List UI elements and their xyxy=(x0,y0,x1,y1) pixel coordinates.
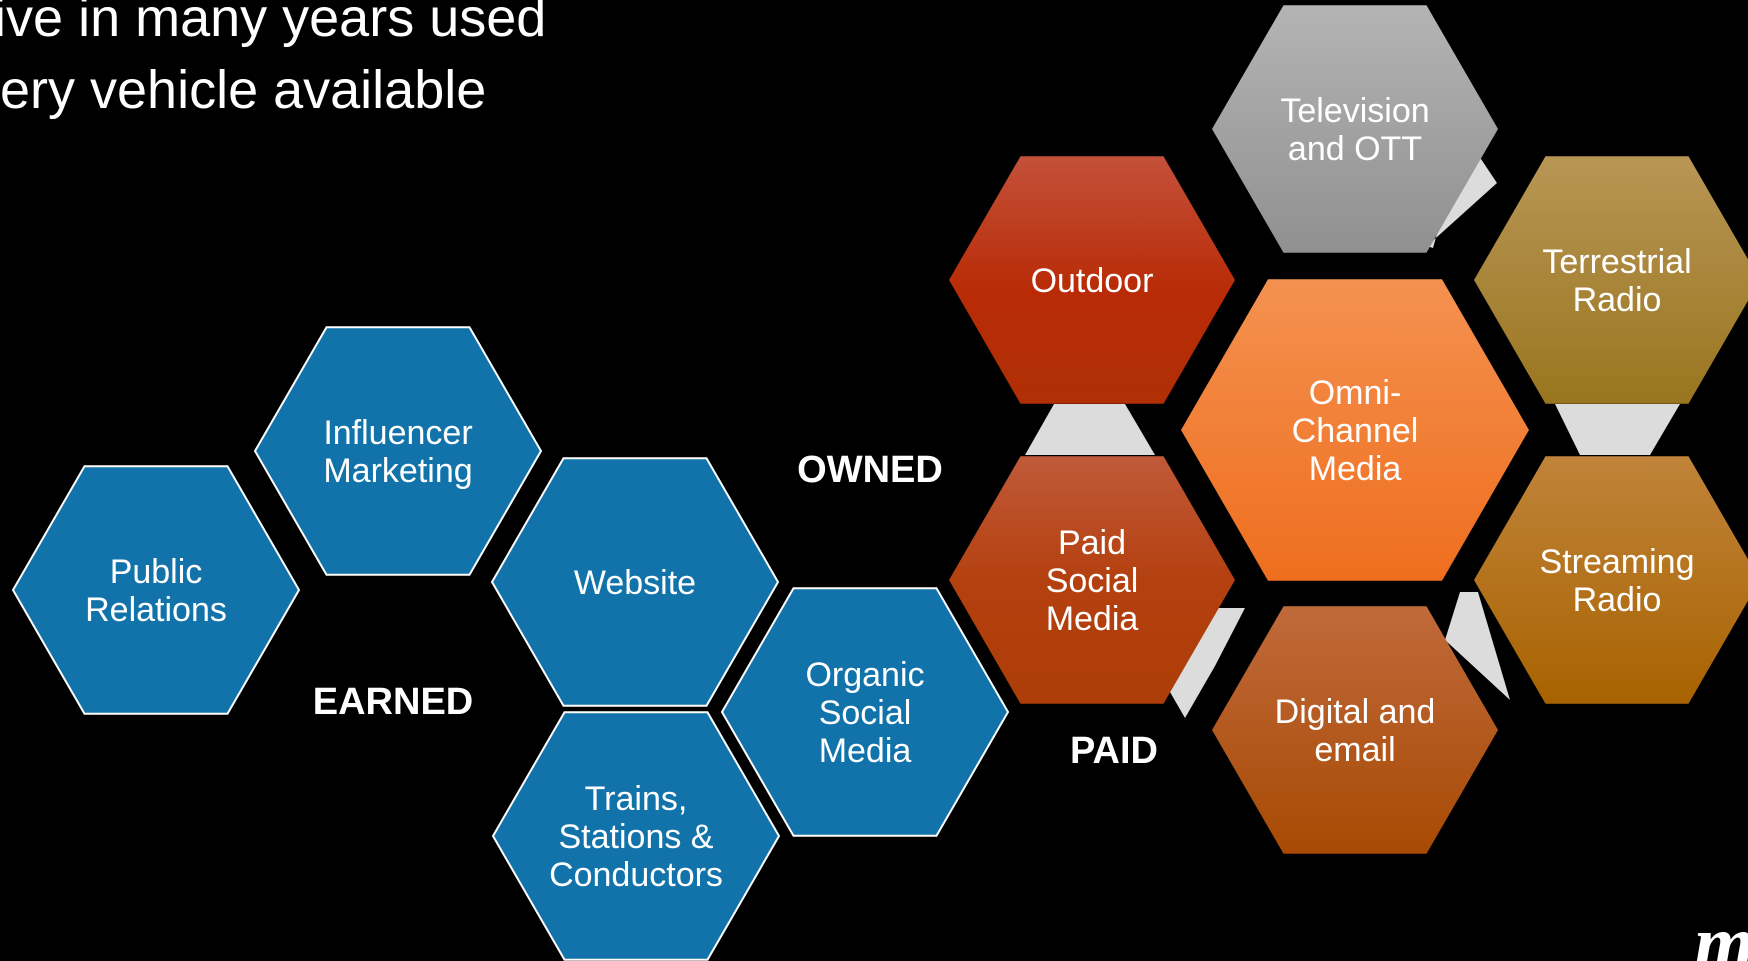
hex-label-organic-social-media-line-1: Organic xyxy=(805,656,924,694)
brand-logo: m xyxy=(1694,904,1748,961)
hex-label-television-and-ott-line-2: and OTT xyxy=(1288,130,1422,168)
connector-streaming-digital xyxy=(1445,592,1510,700)
hex-shape-public-relations xyxy=(11,465,301,715)
connectors xyxy=(1025,135,1680,718)
hex-trains-stations-conductors: Trains,Stations &Conductors xyxy=(491,711,781,961)
hex-label-streaming-radio-line-1: Streaming xyxy=(1540,543,1695,581)
title-line-1: tiative in many years used xyxy=(0,0,547,48)
section-label-earned: EARNED xyxy=(313,681,473,723)
hex-label-trains-stations-conductors-line-3: Conductors xyxy=(549,856,723,894)
hex-outdoor: Outdoor xyxy=(949,156,1235,404)
hex-label-omni-channel-media-line-3: Media xyxy=(1309,450,1402,488)
hex-website: Website xyxy=(490,457,780,707)
hex-shape-terrestrial-radio xyxy=(1474,156,1748,404)
hex-label-streaming-radio-line-2: Radio xyxy=(1573,581,1662,619)
hex-label-influencer-marketing-line-2: Marketing xyxy=(323,452,472,490)
hex-label-organic-social-media-line-3: Media xyxy=(819,732,912,770)
hex-label-terrestrial-radio-line-1: Terrestrial xyxy=(1542,243,1691,281)
hex-shape-website xyxy=(490,457,780,707)
hex-label-paid-social-media-line-3: Media xyxy=(1046,600,1139,638)
hex-label-public-relations-line-2: Relations xyxy=(85,591,227,629)
hex-label-trains-stations-conductors-line-2: Stations & xyxy=(559,818,714,856)
hex-label-paid-social-media-line-2: Social xyxy=(1046,562,1139,600)
hex-shape-streaming-radio xyxy=(1474,456,1748,704)
hex-shape-television-and-ott xyxy=(1212,5,1498,253)
hex-label-paid-social-media-line-1: Paid xyxy=(1058,524,1126,562)
hex-shape-organic-social-media xyxy=(720,587,1010,837)
hex-label-outdoor-line-1: Outdoor xyxy=(1031,262,1154,300)
hex-label-digital-and-email-line-2: email xyxy=(1314,731,1395,769)
hexagons: PublicRelationsInfluencerMarketingWebsit… xyxy=(11,5,1748,961)
hex-label-website-line-1: Website xyxy=(574,564,696,602)
hex-label-trains-stations-conductors-line-1: Trains, xyxy=(585,780,688,818)
hex-shape-omni-channel-media xyxy=(1181,279,1529,581)
hex-shape-outdoor xyxy=(949,156,1235,404)
hex-label-omni-channel-media-line-2: Channel xyxy=(1292,412,1419,450)
connector-outdoor-paidsocial xyxy=(1025,404,1155,455)
hex-label-omni-channel-media-line-1: Omni- xyxy=(1309,374,1402,412)
hex-label-television-and-ott-line-1: Television xyxy=(1280,92,1429,130)
connector-terrestrial-streaming xyxy=(1555,404,1680,455)
section-label-paid: PAID xyxy=(1070,730,1158,772)
hex-shape-digital-and-email xyxy=(1212,606,1498,854)
hex-label-influencer-marketing-line-1: Influencer xyxy=(323,414,472,452)
hex-shape-trains-stations-conductors xyxy=(491,711,781,961)
title-line-2: ery vehicle available xyxy=(0,60,487,120)
hex-label-organic-social-media-line-2: Social xyxy=(819,694,912,732)
slide-title: tiative in many years used ery vehicle a… xyxy=(0,0,742,126)
hex-label-public-relations-line-1: Public xyxy=(110,553,203,591)
hex-shape-paid-social-media xyxy=(949,456,1235,704)
hex-label-digital-and-email-line-1: Digital and xyxy=(1275,693,1436,731)
hex-label-terrestrial-radio-line-2: Radio xyxy=(1573,281,1662,319)
section-label-owned: OWNED xyxy=(797,449,943,491)
hex-shape-influencer-marketing xyxy=(253,326,543,576)
